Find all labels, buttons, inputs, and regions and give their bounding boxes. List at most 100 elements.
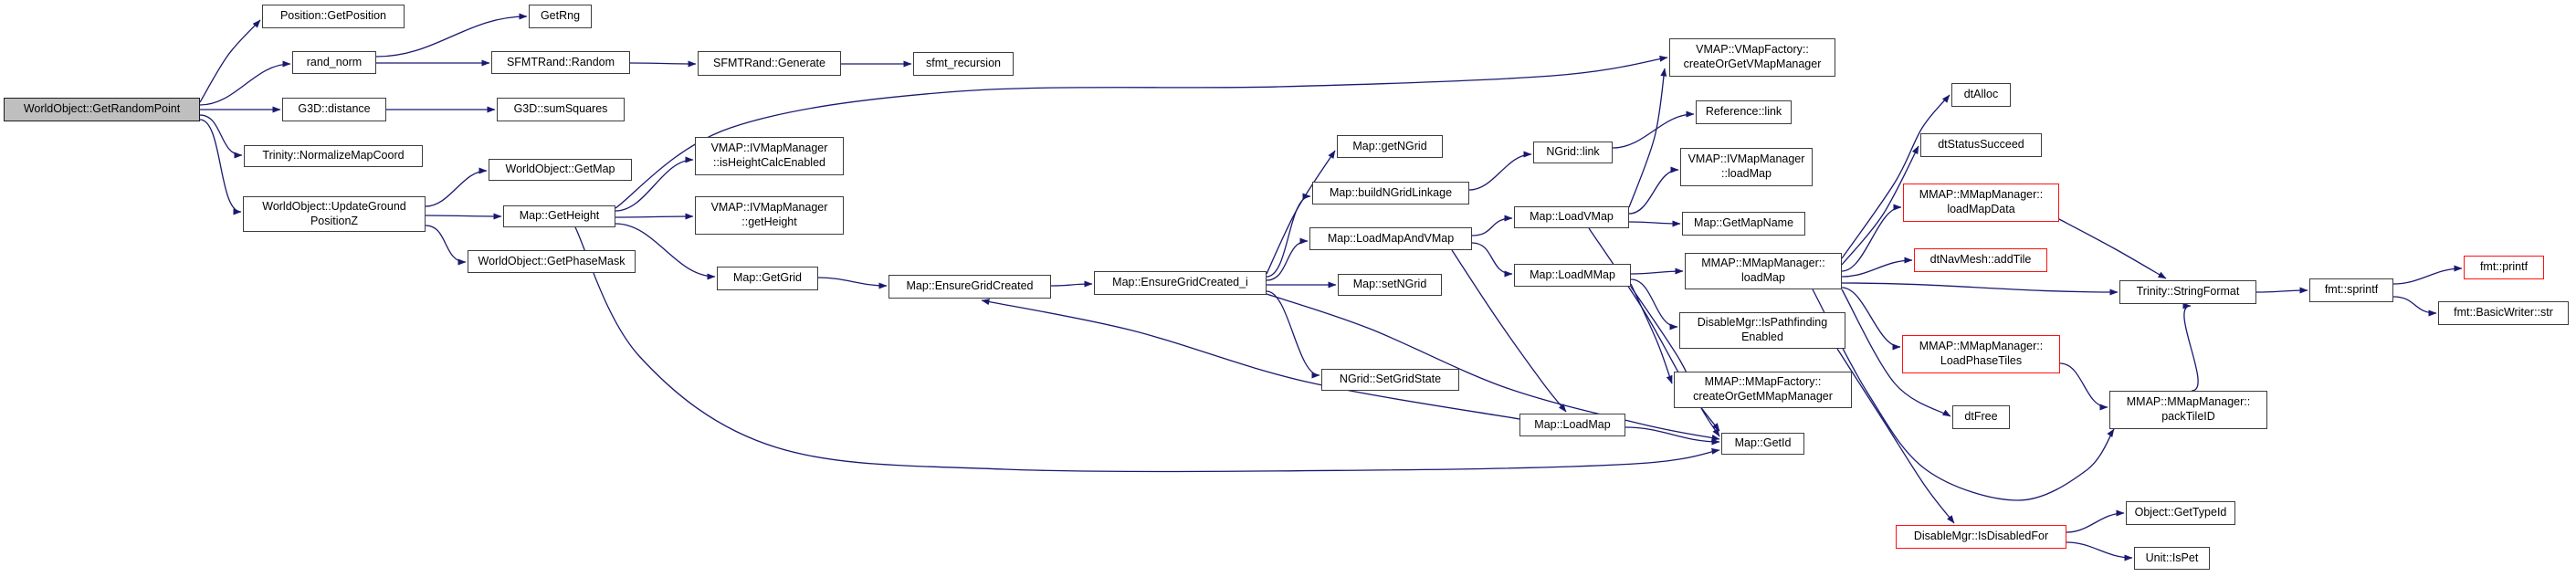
node-ivmapmanager-loadmap[interactable]: VMAP::IVMapManager ::loadMap bbox=[1680, 148, 1813, 186]
node-disablemgr-isdisabledfor[interactable]: DisableMgr::IsDisabledFor bbox=[1896, 525, 2066, 549]
node-ngrid-setgridstate[interactable]: NGrid::SetGridState bbox=[1321, 369, 1459, 391]
edge-map-ensuregridcreated-i-to-map-loadmapandvmap bbox=[1266, 237, 1309, 281]
node-fmt-printf[interactable]: fmt::printf bbox=[2464, 256, 2544, 279]
node-rand-norm[interactable]: rand_norm bbox=[292, 51, 376, 74]
edge-map-getheight-to-map-getgrid bbox=[615, 223, 716, 280]
node-map-getheight[interactable]: Map::GetHeight bbox=[503, 205, 615, 227]
node-worldobject-getrandompoint[interactable]: WorldObject::GetRandomPoint bbox=[4, 98, 200, 121]
edge-map-getgrid-to-map-ensuregridcreated bbox=[817, 277, 888, 289]
node-sfmtrand-random[interactable]: SFMTRand::Random bbox=[491, 51, 630, 74]
node-vmapfactory-createorgetvmapmanager[interactable]: VMAP::VMapFactory:: createOrGetVMapManag… bbox=[1669, 38, 1835, 77]
edge-worldobject-updategroundpositionz-to-map-getheight bbox=[425, 213, 502, 220]
edge-worldobject-getrandompoint-to-rand-norm bbox=[199, 60, 291, 106]
node-map-getgrid[interactable]: Map::GetGrid bbox=[717, 267, 818, 290]
edge-map-ensuregridcreated-to-map-ensuregridcreated-i bbox=[1050, 280, 1093, 288]
edge-mmapmanager-loadmap-to-mmapmanager-loadphasetiles bbox=[1841, 287, 1901, 351]
node-mmapmanager-packtileid[interactable]: MMAP::MMapManager:: packTileID bbox=[2109, 391, 2267, 429]
node-map-loadvmap[interactable]: Map::LoadVMap bbox=[1514, 206, 1629, 228]
node-dtalloc[interactable]: dtAlloc bbox=[1951, 83, 2011, 107]
node-disablemgr-ispathfindingenabled[interactable]: DisableMgr::IsPathfinding Enabled bbox=[1679, 312, 1845, 349]
node-ivmapmanager-isheightcalcenabled[interactable]: VMAP::IVMapManager ::isHeightCalcEnabled bbox=[695, 137, 844, 175]
edge-ngrid-link-to-reference-link bbox=[1612, 110, 1695, 149]
edge-map-loadmapandvmap-to-map-loadmmap bbox=[1471, 242, 1513, 278]
node-ngrid-link[interactable]: NGrid::link bbox=[1533, 142, 1613, 163]
edge-map-loadmmap-to-disablemgr-ispathfindingenabled bbox=[1630, 278, 1678, 330]
node-map-loadmmap[interactable]: Map::LoadMMap bbox=[1514, 264, 1631, 287]
edge-disablemgr-isdisabledfor-to-object-gettypeid bbox=[2066, 509, 2125, 533]
edge-mmapmanager-loadmap-to-dtstatussucceed bbox=[1841, 145, 1919, 266]
edge-mmapmanager-loadmap-to-trinity-stringformat bbox=[1841, 282, 2119, 296]
node-mmapmanager-loadphasetiles[interactable]: MMAP::MMapManager:: LoadPhaseTiles bbox=[1902, 335, 2060, 373]
node-position-getposition[interactable]: Position::GetPosition bbox=[262, 5, 405, 28]
edge-rand-norm-to-getrng bbox=[375, 13, 528, 58]
node-g3d-distance[interactable]: G3D::distance bbox=[282, 98, 386, 121]
node-worldobject-getphasemask[interactable]: WorldObject::GetPhaseMask bbox=[468, 250, 636, 273]
edge-mmapmanager-packtileid-to-trinity-stringformat bbox=[2182, 302, 2199, 392]
node-g3d-sumsquares[interactable]: G3D::sumSquares bbox=[497, 98, 625, 121]
node-fmt-sprintf[interactable]: fmt::sprintf bbox=[2309, 278, 2393, 302]
node-map-getid[interactable]: Map::GetId bbox=[1721, 433, 1804, 455]
node-fmt-basicwriter-str[interactable]: fmt::BasicWriter::str bbox=[2438, 301, 2569, 325]
edge-map-ensuregridcreated-i-to-map-getid bbox=[1266, 293, 1720, 441]
node-map-ensuregridcreated-i[interactable]: Map::EnsureGridCreated_i bbox=[1094, 271, 1267, 295]
edge-map-getheight-to-vmapfactory-createorgetvmapmanager bbox=[615, 55, 1668, 209]
node-trinity-stringformat[interactable]: Trinity::StringFormat bbox=[2119, 280, 2256, 304]
edge-fmt-sprintf-to-fmt-basicwriter-str bbox=[2392, 296, 2437, 317]
edge-map-loadmmap-to-mmapfactory-createorgetmmapmanager bbox=[1630, 283, 1673, 384]
edge-worldobject-getrandompoint-to-trinity-normalizemapcoord bbox=[199, 114, 243, 159]
node-dtfree[interactable]: dtFree bbox=[1952, 405, 2010, 429]
node-map-buildngridlinkage[interactable]: Map::buildNGridLinkage bbox=[1312, 182, 1469, 205]
node-worldobject-updategroundpositionz[interactable]: WorldObject::UpdateGround PositionZ bbox=[243, 196, 426, 232]
edge-mmapmanager-loadmapdata-to-trinity-stringformat bbox=[2058, 218, 2167, 279]
edge-map-loadmapandvmap-to-map-loadmap bbox=[1451, 249, 1567, 413]
node-map-loadmapandvmap[interactable]: Map::LoadMapAndVMap bbox=[1309, 227, 1472, 250]
edge-map-loadvmap-to-vmapfactory-createorgetvmapmanager bbox=[1628, 68, 1667, 208]
edge-map-getheight-to-ivmapmanager-isheightcalcenabled bbox=[615, 156, 694, 212]
edge-map-getheight-to-map-getid bbox=[574, 226, 1720, 473]
node-trinity-normalizemapcoord[interactable]: Trinity::NormalizeMapCoord bbox=[244, 145, 423, 167]
edge-trinity-stringformat-to-fmt-sprintf bbox=[2255, 287, 2308, 294]
edge-worldobject-updategroundpositionz-to-worldobject-getmap bbox=[425, 167, 488, 207]
node-dtnavmesh-addtile[interactable]: dtNavMesh::addTile bbox=[1914, 248, 2047, 272]
edge-map-loadvmap-to-map-getmapname bbox=[1628, 220, 1681, 227]
edge-worldobject-getrandompoint-to-position-getposition bbox=[199, 19, 261, 103]
edge-fmt-sprintf-to-fmt-printf bbox=[2392, 265, 2463, 285]
node-map-getngrid[interactable]: Map::getNGrid bbox=[1337, 135, 1443, 158]
edge-map-ensuregridcreated-i-to-map-buildngridlinkage bbox=[1266, 193, 1311, 278]
edge-map-buildngridlinkage-to-ngrid-link bbox=[1468, 151, 1532, 191]
edge-mmapmanager-loadmap-to-mmapmanager-loadmapdata bbox=[1841, 204, 1902, 272]
node-unit-ispet[interactable]: Unit::IsPet bbox=[2134, 547, 2210, 570]
edge-map-loadmap-to-map-getid bbox=[1624, 426, 1720, 446]
node-mmapmanager-loadmap[interactable]: MMAP::MMapManager:: loadMap bbox=[1685, 253, 1842, 289]
node-sfmt-recursion[interactable]: sfmt_recursion bbox=[913, 52, 1014, 76]
node-ivmapmanager-getheight[interactable]: VMAP::IVMapManager ::getHeight bbox=[695, 196, 844, 235]
edge-mmapmanager-loadmap-to-dtalloc bbox=[1841, 94, 1950, 259]
edge-disablemgr-ispathfindingenabled-to-disablemgr-isdisabledfor bbox=[1836, 348, 1955, 524]
node-dtstatussucceed[interactable]: dtStatusSucceed bbox=[1920, 133, 2042, 157]
edge-mmapmanager-loadmap-to-dtfree bbox=[1841, 288, 1951, 417]
edge-map-ensuregridcreated-i-to-ngrid-setgridstate bbox=[1266, 290, 1320, 379]
node-worldobject-getmap[interactable]: WorldObject::GetMap bbox=[489, 159, 632, 181]
node-map-ensuregridcreated[interactable]: Map::EnsureGridCreated bbox=[888, 275, 1051, 299]
edge-map-loadmapandvmap-to-map-loadvmap bbox=[1471, 215, 1513, 236]
edge-mmapmanager-loadmap-to-mmapmanager-packtileid bbox=[1812, 288, 2115, 501]
node-map-setngrid[interactable]: Map::setNGrid bbox=[1338, 274, 1442, 296]
node-object-gettypeid[interactable]: Object::GetTypeId bbox=[2126, 501, 2235, 525]
node-reference-link[interactable]: Reference::link bbox=[1696, 100, 1792, 124]
edge-mmapmanager-loadmap-to-dtnavmesh-addtile bbox=[1841, 257, 1913, 278]
edge-disablemgr-isdisabledfor-to-unit-ispet bbox=[2066, 541, 2133, 561]
edge-sfmtrand-random-to-sfmtrand-generate bbox=[629, 60, 697, 68]
node-map-loadmap[interactable]: Map::LoadMap bbox=[1519, 414, 1625, 436]
node-mmapmanager-loadmapdata[interactable]: MMAP::MMapManager:: loadMapData bbox=[1903, 184, 2059, 222]
node-getrng[interactable]: GetRng bbox=[529, 5, 592, 28]
node-mmapfactory-createorgetmmapmanager[interactable]: MMAP::MMapFactory:: createOrGetMMapManag… bbox=[1674, 372, 1852, 408]
node-sfmtrand-generate[interactable]: SFMTRand::Generate bbox=[698, 51, 841, 76]
edge-map-loadmap-to-map-ensuregridcreated bbox=[981, 299, 1520, 420]
node-map-getmapname[interactable]: Map::GetMapName bbox=[1682, 212, 1805, 236]
edge-mmapmanager-loadphasetiles-to-mmapmanager-packtileid bbox=[2059, 362, 2108, 411]
edge-worldobject-getrandompoint-to-worldobject-updategroundpositionz bbox=[199, 119, 242, 215]
edge-map-loadmmap-to-mmapmanager-loadmap bbox=[1630, 268, 1684, 275]
